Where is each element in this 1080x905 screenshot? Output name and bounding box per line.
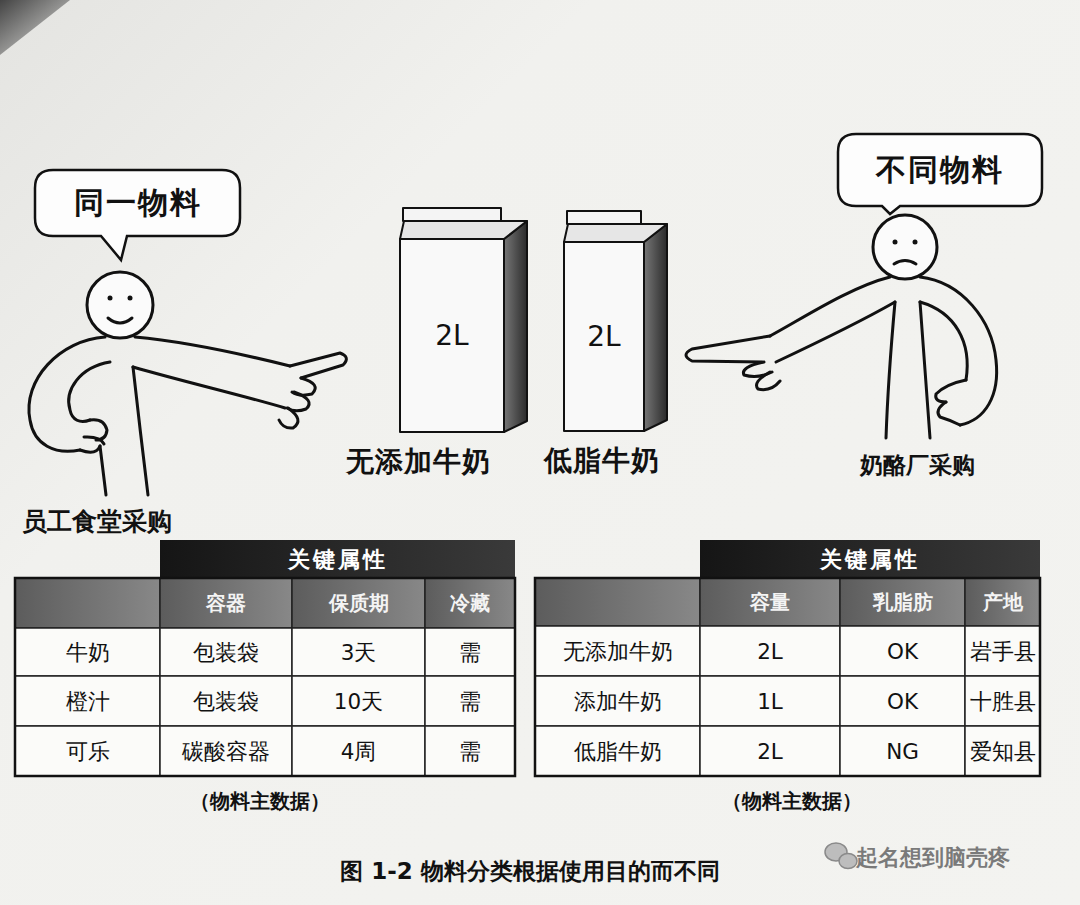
- table-cell-text: OK: [840, 676, 965, 726]
- speech-bubble: 同一物料: [35, 170, 240, 236]
- table-cell: [160, 628, 292, 676]
- column-header: 乳脂肪: [840, 578, 965, 626]
- table-cell: [965, 726, 1040, 776]
- column-header: 容量: [700, 578, 840, 626]
- header-band: [160, 540, 515, 578]
- table-cell-text: 2L: [700, 726, 840, 776]
- column-header-cell: [425, 578, 515, 628]
- table-cell-text: 4周: [292, 726, 425, 776]
- column-header-cell: [160, 578, 292, 628]
- stick-figure: [686, 215, 997, 438]
- volume-text: 2L: [400, 239, 504, 432]
- table-cell: [292, 676, 425, 726]
- table-cell: [292, 628, 425, 676]
- wechat-icon: [825, 843, 857, 869]
- stick-figure: [29, 272, 346, 495]
- table-cell: [965, 626, 1040, 676]
- speech-bubble: 不同物料: [838, 134, 1042, 206]
- table-cell-text: OK: [840, 626, 965, 676]
- product-name: 低脂牛奶: [502, 442, 702, 480]
- table-border: [535, 578, 1040, 776]
- table-cell-text: NG: [840, 726, 965, 776]
- bubble-shape: [35, 170, 240, 260]
- table-border: [15, 578, 515, 776]
- table-cell-text: 无添加牛奶: [535, 626, 700, 676]
- table-cell: [160, 726, 292, 776]
- column-header-cell: [15, 578, 160, 628]
- column-header: 冷藏: [425, 578, 515, 628]
- column-header-cell: [700, 578, 840, 626]
- column-header-cell: [965, 578, 1040, 626]
- column-header: 保质期: [292, 578, 425, 628]
- table-cell: [425, 628, 515, 676]
- table-cell: [425, 676, 515, 726]
- table-cell: [840, 726, 965, 776]
- buyer-label: 奶酪厂采购: [812, 445, 1022, 485]
- table-cell-text: 十胜县: [965, 676, 1040, 726]
- buyer-label: 员工食堂采购: [22, 500, 272, 542]
- milk-carton: 2L无添加牛奶: [398, 205, 528, 433]
- table-cell: [15, 676, 160, 726]
- table-cell: [535, 676, 700, 726]
- watermark: 起名想到脑壳疼: [856, 840, 1056, 874]
- scan-shadow: [0, 0, 70, 55]
- table-cell-text: 2L: [700, 626, 840, 676]
- table-header: 关键属性: [160, 540, 515, 578]
- table-cell-text: 牛奶: [15, 628, 160, 676]
- table-caption: （物料主数据）: [140, 784, 380, 818]
- table-cell-text: 1L: [700, 676, 840, 726]
- table-cell-text: 包装袋: [160, 676, 292, 726]
- table-cell: [700, 726, 840, 776]
- table-cell-text: 添加牛奶: [535, 676, 700, 726]
- table-caption: （物料主数据）: [672, 784, 912, 818]
- table-cell: [15, 628, 160, 676]
- milk-carton: 2L低脂牛奶: [562, 208, 668, 432]
- table-cell-text: 需: [425, 676, 515, 726]
- table-grids: [15, 540, 1040, 776]
- product-name: 无添加牛奶: [318, 443, 518, 481]
- table-cell: [425, 726, 515, 776]
- table-cell-text: 需: [425, 726, 515, 776]
- table-cell-text: 橙汁: [15, 676, 160, 726]
- table-cell-text: 岩手县: [965, 626, 1040, 676]
- bubble-shape: [838, 134, 1042, 214]
- column-header: 容器: [160, 578, 292, 628]
- volume-text: 2L: [564, 242, 644, 431]
- carton-shape: [564, 211, 667, 431]
- table-cell: [160, 676, 292, 726]
- table-cell-text: 碳酸容器: [160, 726, 292, 776]
- column-header-cell: [292, 578, 425, 628]
- column-header: 产地: [965, 578, 1040, 626]
- column-header-cell: [840, 578, 965, 626]
- table-cell: [700, 626, 840, 676]
- header-band: [700, 540, 1040, 578]
- table-cell-text: 低脂牛奶: [535, 726, 700, 776]
- table-cell: [840, 626, 965, 676]
- table-cell-text: 需: [425, 628, 515, 676]
- bubble-text: 同一物料: [74, 183, 202, 224]
- table-header: 关键属性: [700, 540, 1040, 578]
- table-cell-text: 3天: [292, 628, 425, 676]
- table-cell-text: 可乐: [15, 726, 160, 776]
- table-cell: [700, 676, 840, 726]
- carton-shape: [400, 208, 527, 432]
- table-cell: [292, 726, 425, 776]
- table-cell-text: 爱知县: [965, 726, 1040, 776]
- table-cell: [15, 726, 160, 776]
- table-cell: [535, 726, 700, 776]
- table-cell: [535, 626, 700, 676]
- bubble-text: 不同物料: [876, 150, 1004, 191]
- table-cell-text: 10天: [292, 676, 425, 726]
- figure-caption: 图 1-2 物料分类根据使用目的而不同: [220, 850, 840, 892]
- column-header-cell: [535, 578, 700, 626]
- table-cell: [840, 676, 965, 726]
- table-cell-text: 包装袋: [160, 628, 292, 676]
- table-cell: [965, 676, 1040, 726]
